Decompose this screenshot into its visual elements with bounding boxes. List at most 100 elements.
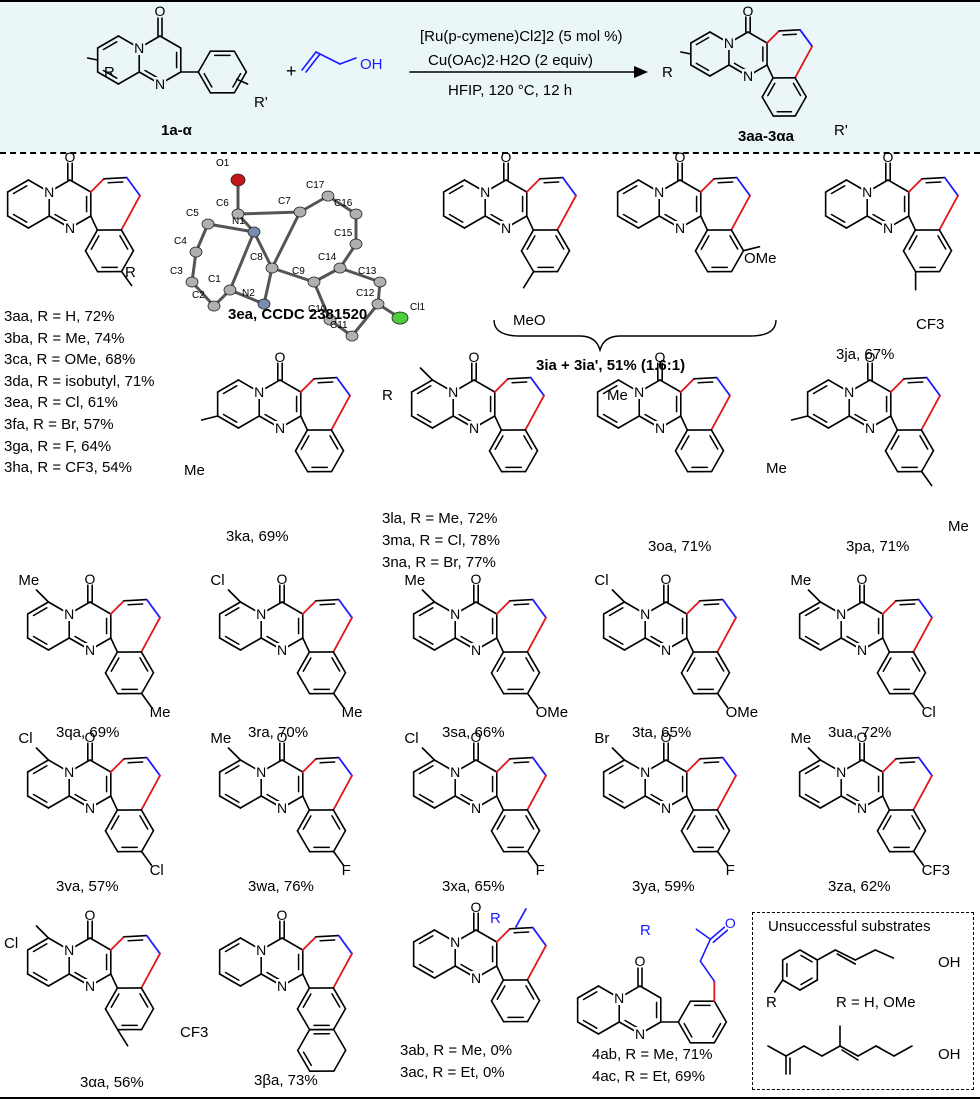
alkene-bond: [123, 934, 148, 938]
new-c-c-bond-red: [730, 194, 751, 231]
oxygen-atom: O: [857, 571, 868, 587]
nitrogen-atom: N: [640, 606, 650, 622]
bond: [576, 985, 600, 999]
bond: [679, 179, 702, 193]
bond: [332, 809, 347, 832]
bond: [665, 601, 688, 615]
product-r: R: [662, 64, 673, 81]
bond: [104, 651, 119, 674]
nitrogen-atom: N: [865, 420, 875, 436]
row-sub1-2: Cl: [404, 730, 419, 747]
aa-entry-4: 3ea, R = Cl, 61%: [4, 394, 118, 412]
bond: [709, 64, 730, 77]
bond: [889, 415, 899, 431]
double-bond: [317, 381, 334, 384]
bond: [680, 830, 695, 853]
bond: [96, 71, 120, 85]
new-c-c-bond-blue: [531, 756, 547, 777]
atom-mask: [449, 935, 462, 949]
double-bond: [302, 657, 312, 673]
new-c-c-bond-red: [685, 599, 701, 615]
new-c-c-bond-red: [881, 599, 897, 615]
bond: [140, 987, 155, 1010]
bond: [716, 829, 731, 853]
oxygen-atom: O: [655, 349, 666, 365]
row-label-3: 3ta, 65%: [632, 724, 692, 741]
allyl-alcohol-oh: OH: [360, 56, 383, 73]
row-label-3: 3ya, 59%: [632, 878, 695, 895]
double-bond: [872, 213, 888, 223]
bond: [616, 179, 640, 193]
oxygen-atom: O: [85, 729, 96, 745]
xray-bond: [252, 230, 274, 270]
double-bond: [846, 635, 862, 645]
bond: [857, 1045, 877, 1057]
nitrogen-atom: N: [743, 68, 753, 84]
double-bond: [102, 69, 118, 79]
double-bond: [139, 993, 149, 1008]
bond: [602, 795, 626, 809]
double-bond: [266, 971, 282, 981]
double-bond: [32, 607, 48, 617]
bond: [799, 949, 819, 961]
bond: [712, 929, 729, 944]
double-bond: [908, 235, 918, 251]
dashed-divider: [0, 152, 980, 154]
double-bond: [119, 235, 129, 250]
pa-label: 3pa, 71%: [846, 538, 910, 555]
bond: [798, 601, 822, 615]
nitrogen-atom: N: [654, 184, 664, 200]
brace: [493, 319, 777, 353]
bond: [816, 949, 837, 961]
nitrogen-atom: N: [640, 764, 650, 780]
oxygen-atom: O: [277, 907, 288, 923]
double-bond: [543, 181, 560, 184]
bond: [597, 1021, 621, 1035]
xray-atom: [189, 246, 203, 258]
oa-label: 3oa, 71%: [648, 538, 712, 555]
bond: [218, 759, 242, 773]
atom-mask: [276, 643, 288, 657]
bond: [159, 35, 182, 49]
bond: [332, 692, 345, 709]
bond: [526, 829, 541, 853]
condition-catalyst: [Ru(p-cymene)Cl2]2 (5 mol %): [420, 28, 623, 45]
nitrogen-atom: N: [675, 220, 685, 236]
nitrogen-atom: N: [471, 642, 481, 658]
bond: [218, 795, 242, 809]
bond: [332, 671, 347, 695]
bond: [685, 637, 695, 653]
new-c-c-bond-red: [524, 394, 545, 431]
la-series-list: 3la, R = Me, 72%3ma, R = Cl, 78%3na, R =…: [382, 508, 500, 574]
double-bond: [683, 1022, 693, 1038]
bond: [281, 937, 304, 951]
xray-bond: [228, 230, 256, 292]
oxygen-atom: O: [471, 729, 482, 745]
nitrogen-atom: N: [836, 606, 846, 622]
condition-oxidant: Cu(OAc)2·H2O (2 equiv): [428, 52, 594, 69]
bond: [89, 601, 112, 615]
fourab-entry-0: 4ab, R = Me, 71%: [592, 1046, 713, 1063]
ab-entry-1: 3ac, R = Et, 0%: [400, 1064, 505, 1081]
atom-mask: [84, 643, 96, 657]
double-bond: [102, 41, 118, 51]
double-bond: [302, 993, 312, 1009]
bond: [104, 672, 119, 695]
atom-mask: [84, 801, 96, 815]
nitrogen-atom: N: [256, 942, 266, 958]
bond: [821, 1045, 841, 1057]
row-label-4: 3za, 62%: [828, 878, 891, 895]
xray-atom: [247, 226, 261, 238]
bond: [419, 367, 434, 381]
alkene-bond: [921, 176, 946, 180]
new-c-c-bond-blue: [721, 756, 737, 777]
bond: [685, 795, 695, 811]
bond: [421, 747, 436, 761]
oxygen-atom: O: [883, 149, 894, 165]
atom-mask: [449, 765, 462, 779]
ka-sub: Me: [184, 462, 205, 479]
oxygen-atom: O: [743, 3, 754, 19]
bond: [526, 651, 541, 674]
